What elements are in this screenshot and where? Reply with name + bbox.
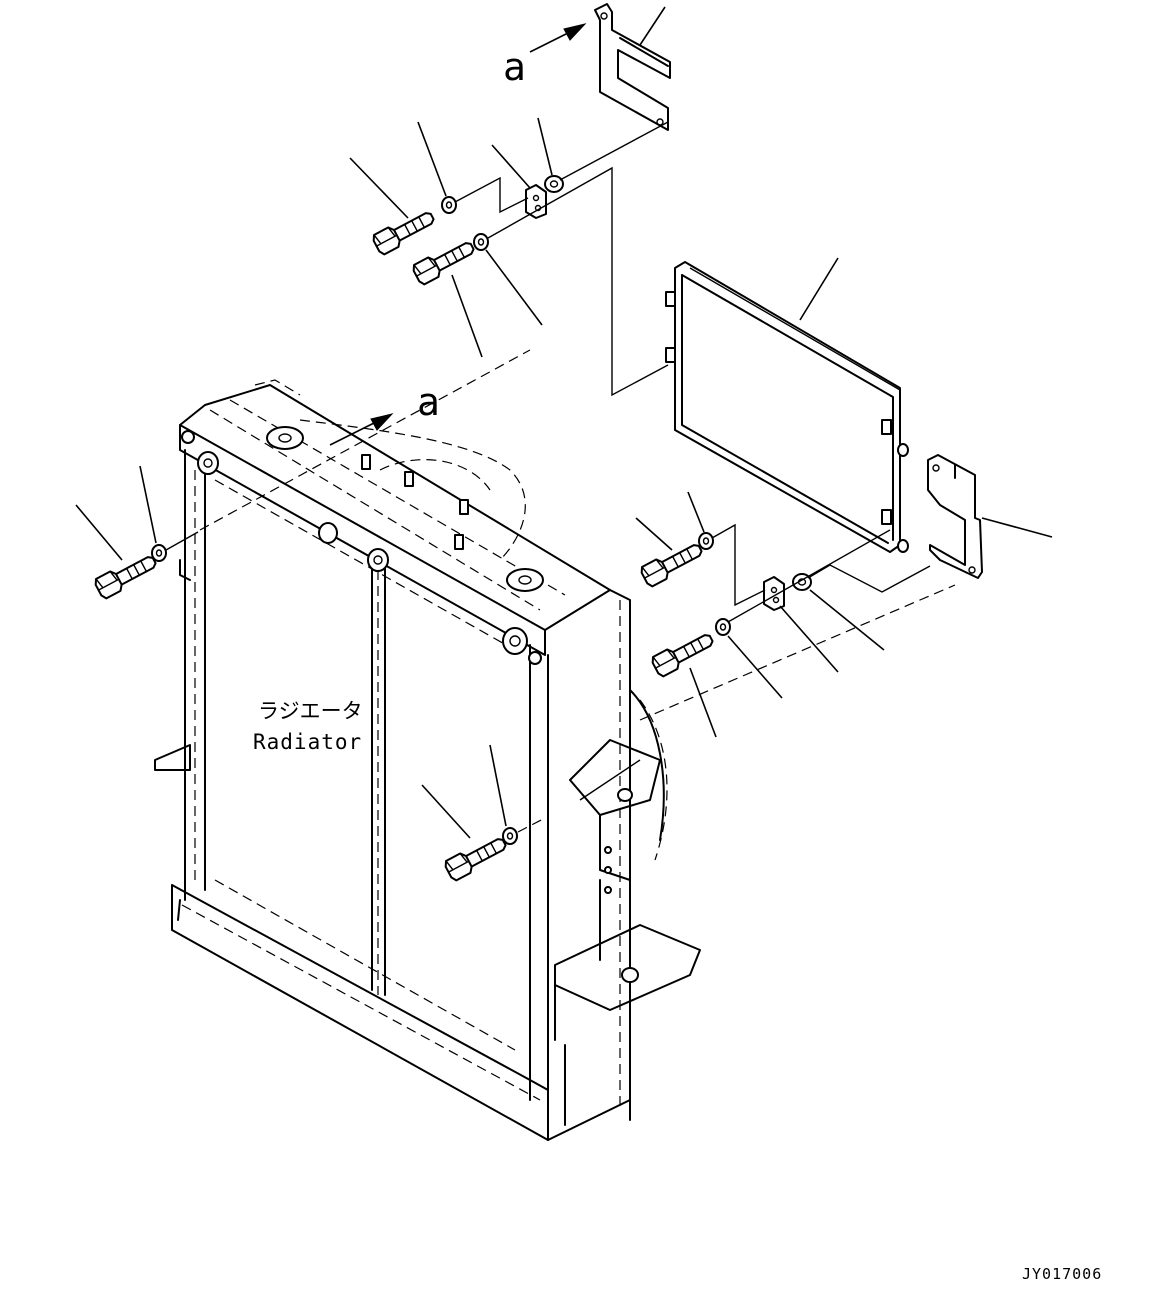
right-bracket	[927, 454, 983, 579]
leader-lines	[75, 6, 1053, 839]
lower-clamp-plate	[763, 576, 785, 611]
view-arrow-center	[329, 413, 394, 446]
radiator-label-en: Radiator	[253, 730, 362, 754]
upper-nut	[544, 175, 564, 193]
bolt-3	[94, 556, 157, 600]
washer-1	[441, 196, 457, 214]
radiator-label-ja: ラジエータ	[258, 699, 363, 723]
bolt-1	[372, 212, 435, 256]
drawing-number: JY017006	[1022, 1265, 1102, 1283]
view-marker-center-label: a	[417, 380, 440, 424]
upper-clamp-plate	[525, 184, 547, 219]
bolt-4	[640, 544, 703, 588]
assembly-guide-lines	[165, 121, 956, 833]
condenser-panel	[665, 261, 909, 553]
bolt-2	[412, 242, 475, 286]
upper-bracket	[594, 3, 671, 131]
washer-4	[698, 532, 714, 550]
washers	[151, 196, 731, 845]
washer-3	[151, 544, 167, 562]
washer-2	[473, 233, 489, 251]
washer-6	[502, 827, 518, 845]
bolt-5	[651, 634, 714, 678]
bolt-6	[444, 838, 507, 882]
view-marker-top-label: a	[503, 45, 526, 89]
radiator-assembly	[154, 379, 701, 1141]
washer-5	[715, 618, 731, 636]
view-arrow-top	[529, 23, 587, 53]
bolts	[94, 212, 714, 882]
